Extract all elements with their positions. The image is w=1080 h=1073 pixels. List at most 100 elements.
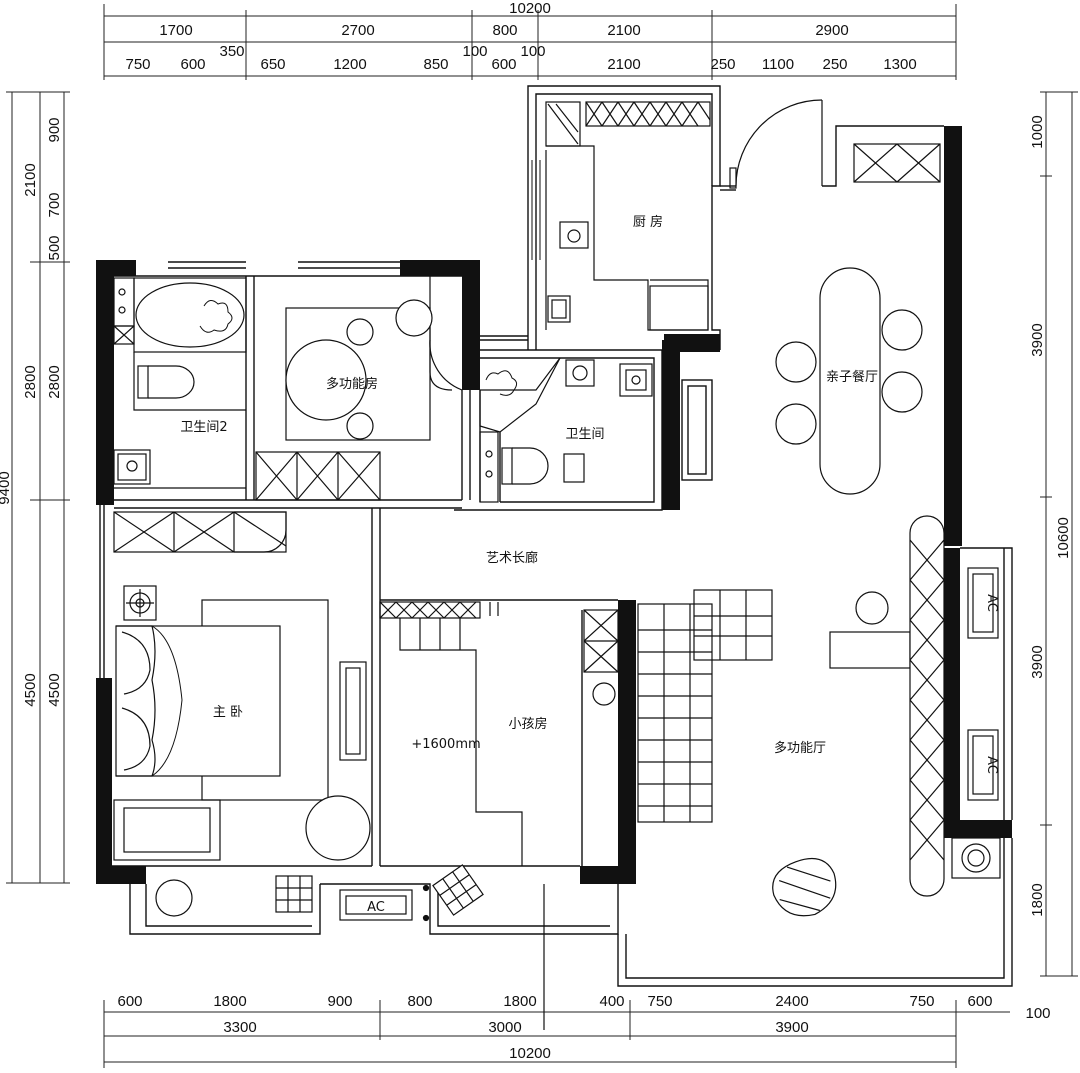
dining-label: 亲子餐厅: [826, 369, 878, 385]
bath2-fixtures: [113, 277, 247, 489]
dim-text: 400: [599, 993, 624, 1010]
dim-text: 750: [909, 993, 934, 1010]
kitchen-window: [531, 160, 541, 260]
dim-text: 4500: [46, 673, 63, 706]
dining-chair: [775, 403, 817, 445]
bottom-row2-dims: 3300 3000 3900: [223, 1019, 808, 1036]
dimension-ticks: [1040, 175, 1052, 826]
dim-text: 1000: [1029, 115, 1046, 148]
dim-text: 2700: [341, 22, 374, 39]
dim-text: 250: [710, 56, 735, 73]
bath-label: 卫生间: [565, 427, 604, 442]
dim-text: 1300: [883, 56, 916, 73]
bottom-row1-dims: 600 1800 900 800 1800 400 750 2400 750 6…: [117, 993, 1050, 1022]
dim-text: 250: [822, 56, 847, 73]
multi-room-fixtures: [255, 299, 453, 501]
dining-chair: [775, 341, 817, 383]
bed: [115, 625, 281, 777]
top-total-dim: 10200: [509, 0, 551, 17]
dim-text: 750: [125, 56, 150, 73]
dim-text: 700: [46, 192, 63, 217]
dim-text: 1800: [503, 993, 536, 1010]
dim-text: 3000: [488, 1019, 521, 1036]
dim-text: 1800: [213, 993, 246, 1010]
master-label: 主 卧: [213, 705, 243, 720]
dim-text: 2100: [607, 22, 640, 39]
dim-text: 2100: [22, 163, 39, 196]
dim-text: 100: [462, 43, 487, 60]
top-row2-dims: 750 600 350 650 1200 850 100 600 100 210…: [125, 43, 916, 73]
dim-text: 600: [117, 993, 142, 1010]
dim-text: 2800: [22, 365, 39, 398]
multi-room-door-swing: [429, 339, 463, 391]
dim-text: 500: [46, 235, 63, 260]
left-outer-dim: 9400: [0, 471, 13, 504]
dim-text: 3900: [1029, 323, 1046, 356]
dining-table: [819, 267, 881, 495]
dim-text: 3300: [223, 1019, 256, 1036]
dim-text: 1100: [762, 56, 794, 73]
solid-walls: [96, 126, 1012, 884]
dining-chair: [881, 371, 923, 413]
kids-label: 小孩房: [508, 716, 547, 732]
tall-cabinet-strip: [909, 515, 945, 897]
dimension-lines: [6, 4, 1078, 1068]
platform-label: +1600mm: [411, 737, 480, 752]
right-outer-dim: 10600: [1055, 517, 1072, 559]
wardrobe: [255, 451, 381, 501]
dim-text: 350: [219, 43, 244, 60]
dim-text: 600: [967, 993, 992, 1010]
dining-set: [775, 143, 941, 495]
entry-door-swing: [735, 99, 823, 187]
dim-text: 3900: [775, 1019, 808, 1036]
dim-text: 750: [647, 993, 672, 1010]
dim-text: 2400: [775, 993, 808, 1010]
ac-units-right: AC AC: [967, 567, 999, 801]
dining-cabinet: [853, 143, 941, 183]
ac-unit-bottom: AC: [339, 884, 430, 922]
bath-fixtures: [479, 357, 653, 503]
ac-label: AC: [367, 900, 385, 915]
dim-text: 2100: [607, 56, 640, 73]
master-balcony-items: [155, 875, 313, 917]
dim-text: 1800: [1029, 883, 1046, 916]
dim-text: 600: [491, 56, 516, 73]
doors: [429, 99, 823, 391]
dim-text: 600: [180, 56, 205, 73]
ac-label: AC: [984, 594, 999, 612]
top-row1-dims: 1700 2700 800 2100 2900: [159, 22, 848, 39]
master-fixtures: [113, 511, 371, 861]
gallery-label: 艺术长廊: [486, 550, 538, 566]
dim-text: 1200: [333, 56, 366, 73]
lounge-chair: [772, 858, 837, 917]
dim-text: 1700: [159, 22, 192, 39]
thin-walls: [99, 85, 1013, 987]
dining-chair: [881, 309, 923, 351]
dim-text: 900: [46, 117, 63, 142]
dim-text: 2800: [46, 365, 63, 398]
dim-text: 3900: [1029, 645, 1046, 678]
kitchen-label: 厨 房: [633, 214, 663, 230]
kitchen-fixtures: [545, 101, 711, 331]
multi-room-label: 多功能房: [326, 376, 378, 392]
ac-label: AC: [984, 756, 999, 774]
bath2-label: 卫生间2: [180, 420, 227, 435]
dim-text: 800: [407, 993, 432, 1010]
dim-text: 2900: [815, 22, 848, 39]
kids-shelf: [379, 601, 481, 619]
hall-fixtures: [637, 515, 1001, 917]
dim-text: 100: [1025, 1005, 1050, 1022]
dim-text: 4500: [22, 673, 39, 706]
dim-text: 800: [492, 22, 517, 39]
room-labels: 厨 房 亲子餐厅 卫生间2 多功能房 卫生间 艺术长廊 主 卧 小孩房 +160…: [180, 214, 878, 756]
kids-fixtures: [379, 601, 619, 1030]
dim-text: 100: [520, 43, 545, 60]
dim-text: 850: [423, 56, 448, 73]
sofa: [637, 589, 773, 823]
kids-balcony-chair: [432, 864, 484, 916]
dim-text: 900: [327, 993, 352, 1010]
dim-text: 650: [260, 56, 285, 73]
multi-hall-label: 多功能厅: [774, 740, 826, 756]
bottom-total-dim: 10200: [509, 1045, 551, 1062]
